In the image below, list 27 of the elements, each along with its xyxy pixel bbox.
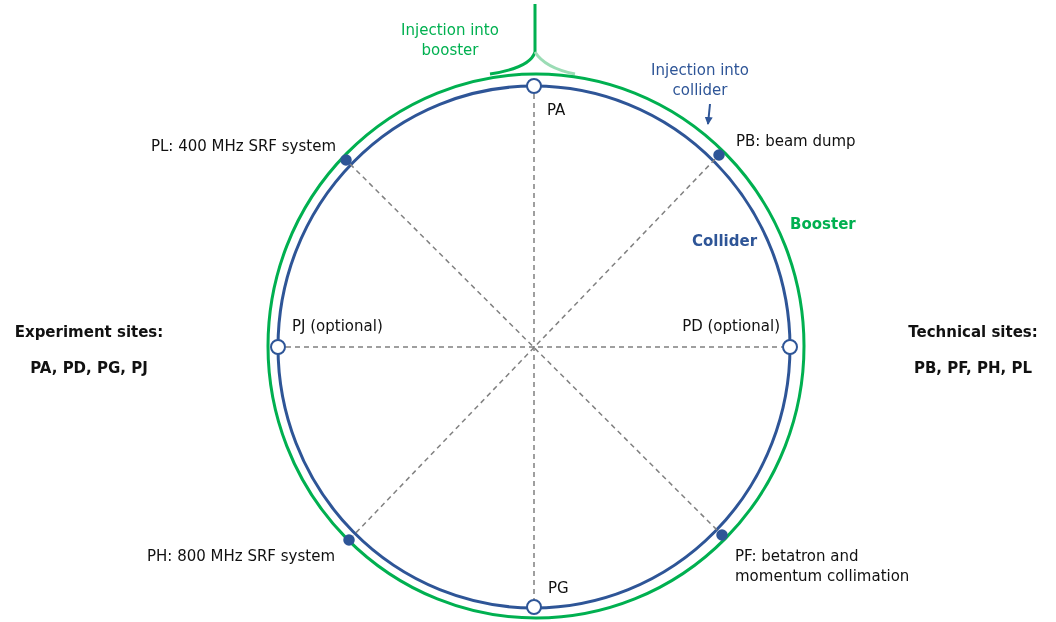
site-label: PL: 400 MHz SRF system xyxy=(149,136,336,156)
site-group-heading: Technical sites: xyxy=(907,322,1039,342)
site-label: PG xyxy=(548,578,570,598)
site-marker xyxy=(526,78,542,94)
arrow xyxy=(704,103,713,125)
injection-label: Injection into booster xyxy=(400,20,500,60)
site-list: PA, PD, PG, PJ xyxy=(0,358,178,378)
site-dot xyxy=(713,149,725,161)
callout-text: Injection into collider xyxy=(650,60,750,100)
site-label: PA xyxy=(547,100,567,120)
site-label: PH: 800 MHz SRF system xyxy=(146,546,335,566)
ring-label: Booster xyxy=(790,214,857,234)
connector-line xyxy=(533,93,535,600)
site-marker xyxy=(782,339,798,355)
site-marker xyxy=(526,599,542,615)
site-group-heading: Experiment sites: xyxy=(13,322,165,342)
site-dot xyxy=(343,534,355,546)
site-list: PB, PF, PH, PL xyxy=(890,358,1056,378)
site-label: PD (optional) xyxy=(681,316,780,336)
site-dot xyxy=(716,529,728,541)
site-label: PF: betatron and momentum collimation xyxy=(735,546,911,586)
site-dot xyxy=(340,154,352,166)
connector-line xyxy=(285,346,783,348)
ring-label: Collider xyxy=(692,231,759,251)
site-label: PB: beam dump xyxy=(736,131,857,151)
site-marker xyxy=(270,339,286,355)
site-label: PJ (optional) xyxy=(292,316,384,336)
